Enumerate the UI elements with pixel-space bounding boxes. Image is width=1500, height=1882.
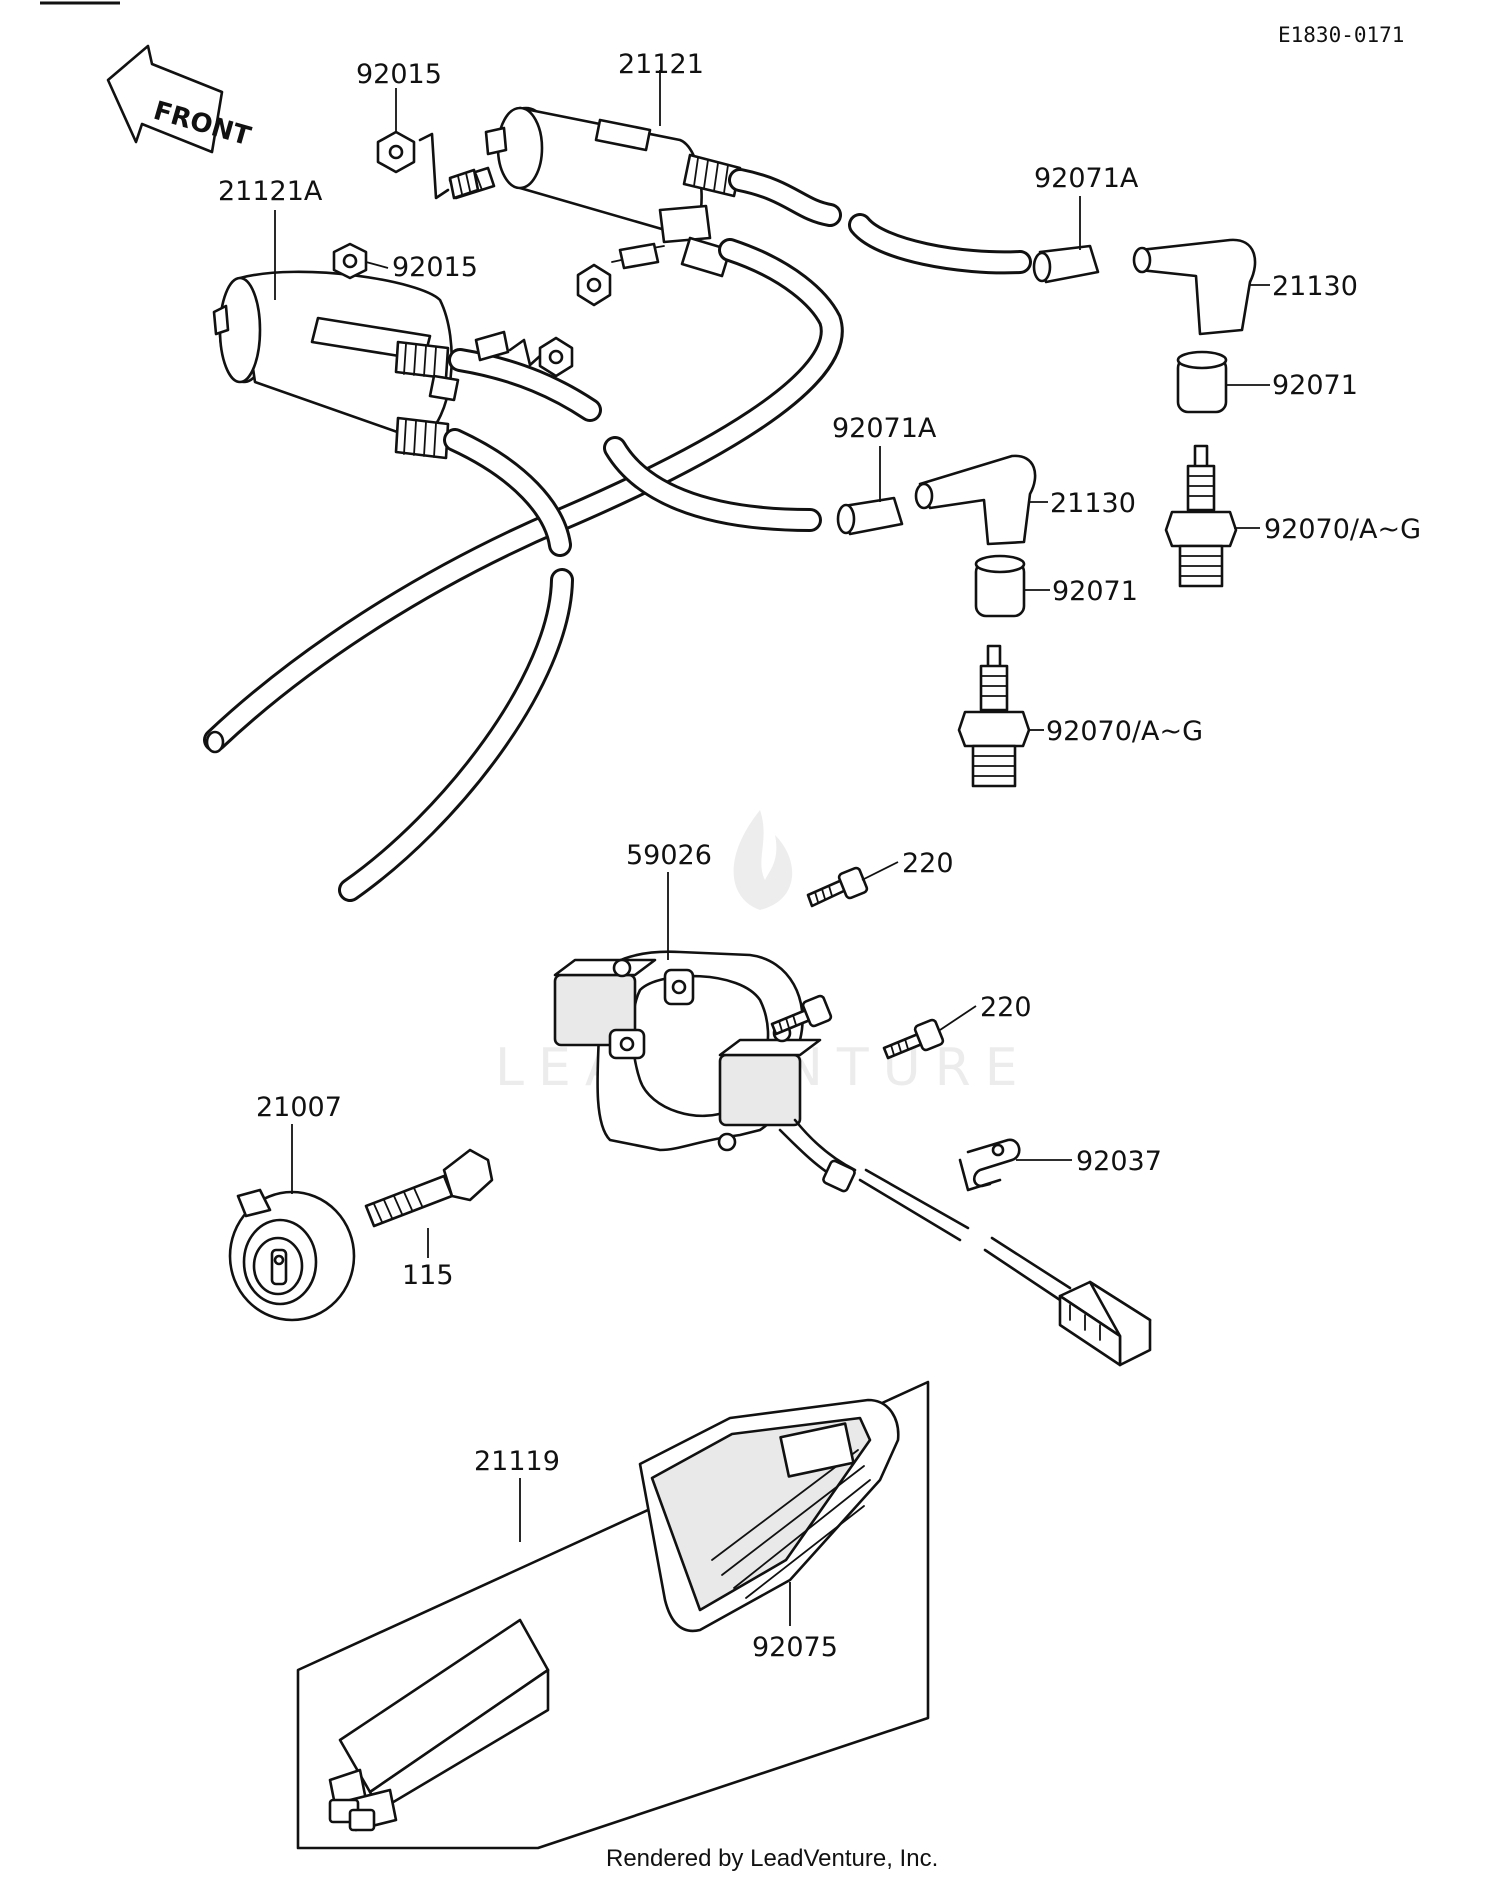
label-220-top: 220	[902, 848, 954, 879]
label-21121A: 21121A	[218, 176, 323, 207]
label-21121: 21121	[618, 49, 704, 80]
pickup-coil-assembly-59026	[553, 950, 1152, 1367]
diagram-code: E1830-0171	[1278, 23, 1404, 47]
ignition-coil-21121	[448, 106, 742, 278]
screws-220	[770, 866, 945, 1060]
label-21130-top: 21130	[1272, 271, 1358, 302]
label-92071A-top: 92071A	[1034, 163, 1139, 194]
footer-credit: Rendered by LeadVenture, Inc.	[606, 1845, 938, 1872]
label-115: 115	[402, 1260, 454, 1291]
label-92015-top: 92015	[356, 59, 442, 90]
label-92071-mid: 92071	[1052, 576, 1138, 607]
front-arrow-icon: FRONT	[106, 44, 254, 154]
label-92070-mid: 92070/A~G	[1046, 716, 1203, 747]
spark-plug-middle	[957, 644, 1031, 788]
high-tension-leads	[203, 168, 1032, 902]
timing-rotor-21007	[228, 1188, 356, 1322]
label-220-mid: 220	[980, 992, 1032, 1023]
label-92037: 92037	[1076, 1146, 1162, 1177]
coil-fasteners	[332, 130, 660, 378]
clamp-92037	[958, 1138, 1021, 1192]
leader-lines	[274, 70, 1270, 1626]
ignition-coil-21121A	[212, 270, 460, 460]
igniter-kit-21119	[296, 1380, 930, 1850]
label-92071-top: 92071	[1272, 370, 1358, 401]
plug-caps-upper	[1032, 238, 1257, 414]
label-21007: 21007	[256, 1092, 342, 1123]
label-21119: 21119	[474, 1446, 560, 1477]
label-21130-mid: 21130	[1050, 488, 1136, 519]
bolt-115	[364, 1148, 494, 1228]
label-92071A-mid: 92071A	[832, 413, 937, 444]
label-92070-right: 92070/A~G	[1264, 514, 1421, 545]
spark-plug-right	[1164, 444, 1238, 588]
plug-caps-middle	[836, 454, 1037, 618]
label-59026: 59026	[626, 840, 712, 871]
label-92015-mid: 92015	[392, 252, 478, 283]
label-92075: 92075	[752, 1632, 838, 1663]
